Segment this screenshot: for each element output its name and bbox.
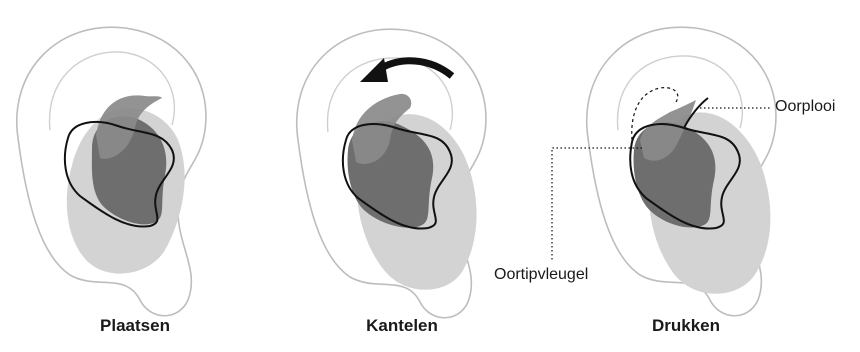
ear-fold-line xyxy=(683,97,709,129)
panel-place xyxy=(16,26,207,317)
tilt-arrow-icon xyxy=(360,57,455,82)
concha-outline xyxy=(629,123,741,230)
concha-outline xyxy=(63,121,175,228)
wing-previous-position xyxy=(631,87,679,141)
ear-inner-fold xyxy=(326,57,454,133)
ear-inner-fold xyxy=(616,55,744,131)
earbud-wing xyxy=(96,95,162,159)
step-label-press: Drukken xyxy=(651,316,721,335)
earbud-wing xyxy=(352,93,412,164)
callout-tip-wing: Oortipvleugel xyxy=(494,266,589,283)
ear-outline xyxy=(16,26,207,317)
step-label-place: Plaatsen xyxy=(100,316,170,335)
ear-inner-fold xyxy=(48,51,176,131)
panel-press xyxy=(551,26,777,317)
step-label-tilt: Kantelen xyxy=(366,316,438,335)
concha-outline xyxy=(341,123,453,230)
earbud-wing xyxy=(640,100,696,161)
tip-wing-leader xyxy=(551,147,642,262)
panel-tilt xyxy=(295,28,487,319)
callout-ear-fold: Oorplooi xyxy=(775,98,836,115)
